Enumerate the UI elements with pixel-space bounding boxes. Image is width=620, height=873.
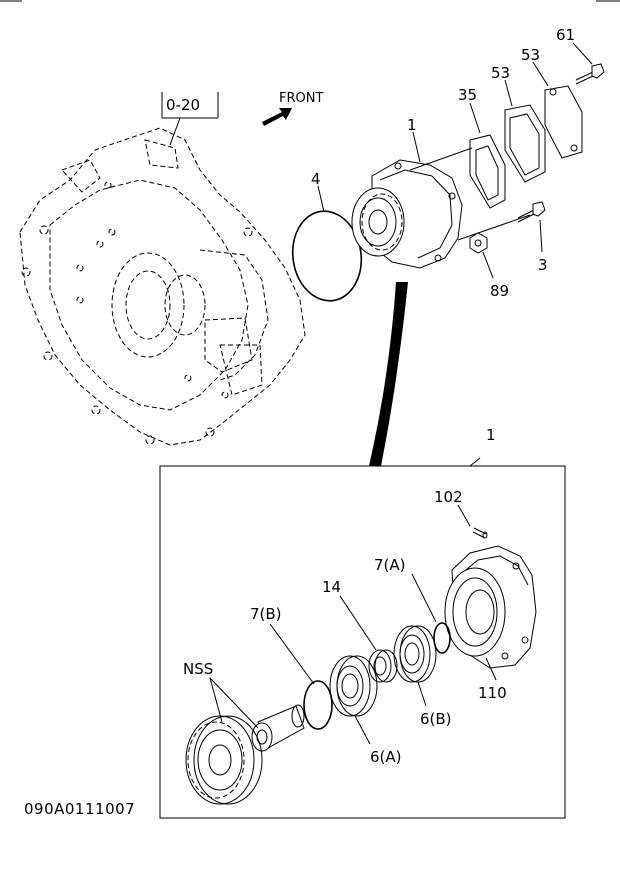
bolt-part-61 [575, 63, 605, 85]
callout-nss: NSS [183, 660, 213, 678]
leader-7b [269, 623, 315, 685]
gasket-part-35 [469, 134, 506, 209]
leader-nss-shaft [209, 677, 259, 729]
housing-part-110 [444, 545, 537, 669]
plate-part-53-b [544, 85, 583, 159]
callout-4: 4 [311, 170, 321, 188]
leader-7a [411, 573, 437, 623]
pin-part-102 [472, 527, 488, 539]
snap-ring-part-7b [303, 680, 333, 730]
leader-110 [485, 657, 497, 681]
callout-14: 14 [322, 578, 341, 596]
callout-1-top: 1 [407, 116, 417, 134]
callout-35: 35 [458, 86, 477, 104]
detail-frame [159, 465, 566, 819]
gear-nss [185, 715, 263, 805]
leader-6b [417, 681, 427, 707]
callout-53-a: 53 [491, 64, 510, 82]
plate-part-53-a [504, 104, 546, 183]
leader-1-detail [469, 457, 481, 467]
callout-6b: 6(B) [420, 710, 452, 728]
callout-110: 110 [478, 684, 507, 702]
leader-61 [572, 42, 593, 65]
detail-pointer [369, 282, 408, 466]
callout-89: 89 [490, 282, 509, 300]
callout-3: 3 [538, 256, 548, 274]
assembly-line-1 [409, 147, 473, 171]
leader-6a [354, 715, 371, 745]
callout-6a: 6(A) [370, 748, 402, 766]
pump-gear-top [351, 187, 405, 257]
leader-3 [539, 219, 543, 253]
leader-53-b [532, 61, 549, 87]
leader-1-top [412, 131, 421, 163]
drawing-code: 090A0111007 [24, 800, 135, 818]
flywheel-housing-outline [19, 127, 306, 446]
callout-53-b: 53 [521, 46, 540, 64]
front-arrow-icon [262, 108, 292, 126]
spacer-part-14 [368, 649, 398, 683]
callout-102: 102 [434, 488, 463, 506]
leader-102 [457, 504, 471, 527]
bearing-part-6b [393, 625, 437, 683]
reference-box-label: 0-20 [166, 96, 200, 114]
leader-nss-gear [209, 677, 223, 723]
nut-part-89 [469, 232, 488, 254]
pump-assembly-part-1 [351, 159, 463, 269]
leader-89 [482, 251, 494, 279]
assembly-line-2 [457, 214, 531, 241]
callout-1-detail: 1 [486, 426, 496, 444]
callout-61: 61 [556, 26, 575, 44]
bearing-part-6a [329, 655, 378, 717]
leader-4 [317, 185, 325, 213]
front-label: FRONT [279, 91, 323, 106]
callout-7b: 7(B) [250, 605, 282, 623]
snap-ring-part-7a [433, 622, 451, 654]
reference-leader [169, 117, 181, 146]
leader-14 [339, 595, 377, 651]
shaft-sleeve-nss [251, 704, 305, 752]
leader-53-a [504, 79, 513, 107]
callout-7a: 7(A) [374, 556, 406, 574]
o-ring-part-4 [291, 210, 363, 302]
bolt-part-3 [517, 201, 546, 223]
leader-35 [469, 102, 481, 134]
front-indicator: FRONT [262, 91, 323, 126]
reference-box: 0-20 [161, 92, 219, 146]
